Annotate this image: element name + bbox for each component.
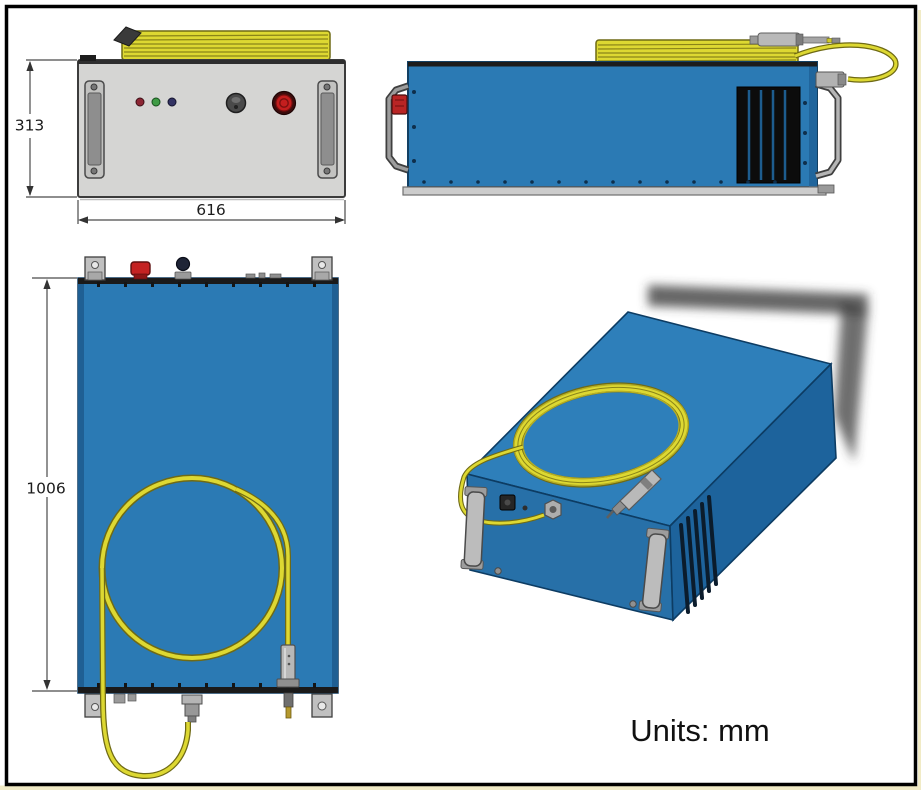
- top-edge-screw-ticks: [97, 282, 316, 688]
- side-fiber-loop: [793, 42, 899, 83]
- front-handle-right: [317, 80, 338, 179]
- side-base-plate: [402, 186, 827, 196]
- bottom-page-strip: [0, 785, 921, 790]
- top-bracket-front-right: [311, 256, 333, 281]
- led-green: [151, 97, 161, 107]
- iso-fiber-connector: [544, 499, 562, 520]
- top-length-label: 1006: [26, 480, 65, 498]
- top-front-edge: [78, 278, 338, 284]
- top-right-shade: [332, 284, 338, 687]
- dimension-top-length: 1006: [25, 277, 77, 692]
- top-rear-tabs: [113, 693, 137, 704]
- top-rear-connectors: [245, 272, 282, 279]
- front-view: 313 616: [13, 26, 346, 224]
- iso-output-connector: [606, 469, 662, 519]
- side-top-edge: [408, 62, 817, 67]
- front-handle-left: [84, 80, 105, 179]
- top-key-switch: [174, 256, 192, 280]
- side-right-shade: [809, 66, 817, 187]
- iso-view: [458, 285, 868, 622]
- iso-screws: [494, 567, 637, 608]
- top-bracket-rear-right: [311, 693, 333, 718]
- iso-indicator-dot: [522, 505, 528, 511]
- key-switch: [225, 92, 247, 114]
- emergency-stop-button: [271, 90, 297, 116]
- top-electrical-connector: [181, 694, 203, 723]
- top-left-shade: [78, 284, 84, 687]
- iso-right-face: [669, 362, 837, 622]
- side-red-connector: [391, 94, 408, 115]
- top-body: [77, 277, 339, 694]
- side-screws: [412, 90, 807, 184]
- iso-shadow: [648, 285, 868, 462]
- indicator-leds: [135, 97, 177, 107]
- front-height-label: 313: [15, 117, 45, 135]
- side-view: [385, 32, 899, 196]
- side-fiber-feedthrough: [815, 71, 847, 88]
- front-width-label: 616: [196, 201, 226, 219]
- iso-power-connector: [499, 494, 516, 511]
- front-panel: [77, 59, 346, 198]
- top-view: 1006: [25, 256, 339, 780]
- top-fiber-tail: [99, 486, 291, 780]
- front-fiber-coil: [113, 26, 331, 61]
- led-blue: [167, 97, 177, 107]
- side-vent-grille: [736, 86, 801, 184]
- front-panel-top-edge: [78, 60, 345, 64]
- side-output-connector: [749, 32, 841, 47]
- iso-fiber-loop: [458, 444, 545, 526]
- top-bracket-front-left: [84, 256, 106, 281]
- iso-vent-slats: [679, 495, 718, 614]
- right-page-strip: [918, 10, 921, 790]
- led-red: [135, 97, 145, 107]
- dimension-front-width: 616: [77, 200, 346, 224]
- top-output-collimator: [276, 644, 300, 719]
- dimension-front-height: 313: [13, 59, 77, 198]
- side-fiber-coil: [595, 39, 799, 65]
- iso-handle-right: [638, 527, 670, 613]
- side-foot: [817, 184, 835, 194]
- top-rear-edge: [78, 687, 338, 693]
- front-panel-tab: [80, 55, 96, 61]
- units-label: Units: mm: [630, 713, 770, 748]
- top-estop-button: [130, 261, 151, 280]
- iso-handle-left: [460, 486, 488, 570]
- front-coil-connector: [113, 26, 142, 47]
- side-handle-left: [385, 82, 410, 174]
